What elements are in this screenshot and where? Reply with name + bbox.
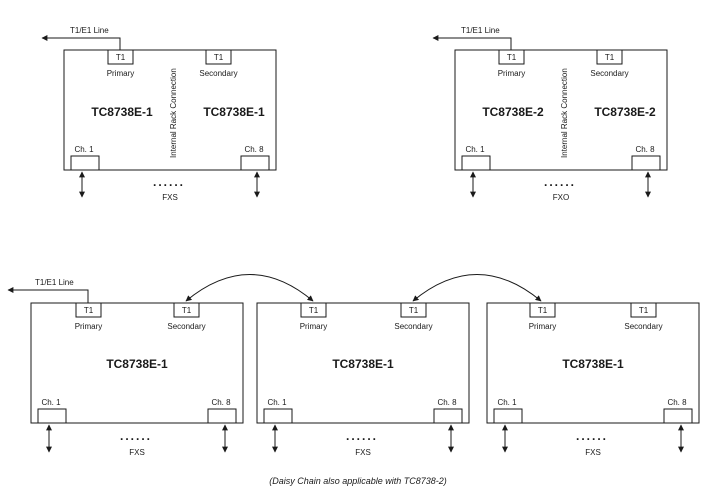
chain-unit-3-dots: ...... bbox=[576, 429, 608, 443]
chain-unit-1-secondary-port-text: T1 bbox=[182, 306, 192, 315]
chain-unit-2-primary-label: Primary bbox=[300, 322, 328, 331]
chain-unit-2: T1 Primary T1 Secondary TC8738E-1 Ch. 1 … bbox=[256, 302, 470, 457]
top-left-secondary-port bbox=[205, 49, 232, 65]
chain-unit-1-ch1-port bbox=[37, 408, 67, 424]
chain-unit-1-type-label: FXS bbox=[129, 448, 145, 457]
top-right-ch8-label: Ch. 8 bbox=[635, 145, 655, 154]
chain-unit-1-secondary-port bbox=[173, 302, 200, 318]
chain-unit-2-chassis bbox=[256, 302, 470, 424]
chain-unit-3-secondary-port bbox=[630, 302, 657, 318]
chain-unit-3-model: TC8738E-1 bbox=[562, 357, 624, 371]
chain-unit-3-chassis bbox=[486, 302, 700, 424]
daisy-chain: T1/E1 Line T1 Primary T1 Secondary TC873… bbox=[7, 274, 700, 486]
chain-unit-1-ch8-port bbox=[207, 408, 237, 424]
top-left-ch1-port bbox=[70, 155, 100, 171]
top-right-ch1-port bbox=[461, 155, 491, 171]
chain-line-arrow bbox=[7, 287, 89, 303]
chain-unit-2-dots: ...... bbox=[346, 429, 378, 443]
chain-unit-3-type-label: FXS bbox=[585, 448, 601, 457]
chain-unit-1-model: TC8738E-1 bbox=[106, 357, 168, 371]
top-left-rack-label: Internal Rack Connection bbox=[169, 68, 178, 158]
chain-unit-1-primary-port-text: T1 bbox=[84, 306, 94, 315]
top-left-ch8-label: Ch. 8 bbox=[244, 145, 264, 154]
chain-unit-3-ch8-label: Ch. 8 bbox=[667, 398, 687, 407]
top-right-secondary-port-text: T1 bbox=[605, 53, 615, 62]
top-right-primary-port-text: T1 bbox=[507, 53, 517, 62]
chain-unit-1-secondary-label: Secondary bbox=[167, 322, 205, 331]
chain-unit-3-secondary-label: Secondary bbox=[624, 322, 662, 331]
top-right-secondary-port bbox=[596, 49, 623, 65]
chain-unit-2-secondary-label: Secondary bbox=[394, 322, 432, 331]
chain-unit-1-dots: ...... bbox=[120, 429, 152, 443]
top-right-model-right: TC8738E-2 bbox=[594, 105, 656, 119]
top-left-primary-port-text: T1 bbox=[116, 53, 126, 62]
chain-unit-2-primary-port bbox=[300, 302, 327, 318]
chain-unit-1-chassis bbox=[30, 302, 244, 424]
top-left-model-left: TC8738E-1 bbox=[91, 105, 153, 119]
top-right-secondary-label: Secondary bbox=[590, 69, 628, 78]
chain-link-2-3 bbox=[412, 274, 542, 302]
top-right-unit: T1/E1 Line T1 Primary T1 Secondary Inter… bbox=[432, 26, 668, 202]
top-left-secondary-label: Secondary bbox=[199, 69, 237, 78]
top-right-dots: ...... bbox=[544, 175, 576, 189]
top-right-ch8-port bbox=[631, 155, 661, 171]
top-right-model-left: TC8738E-2 bbox=[482, 105, 544, 119]
top-right-primary-port bbox=[498, 49, 525, 65]
top-left-type-label: FXS bbox=[162, 193, 178, 202]
chain-unit-3-ch1-label: Ch. 1 bbox=[497, 398, 517, 407]
top-left-secondary-port-text: T1 bbox=[214, 53, 224, 62]
chain-line-label: T1/E1 Line bbox=[35, 278, 74, 287]
top-right-rack-label: Internal Rack Connection bbox=[560, 68, 569, 158]
top-left-unit: T1/E1 Line T1 Primary T1 Secondary Inter… bbox=[41, 26, 277, 202]
chain-unit-3-primary-port-text: T1 bbox=[538, 306, 548, 315]
chain-unit-3: T1 Primary T1 Secondary TC8738E-1 Ch. 1 … bbox=[486, 302, 700, 457]
chain-unit-2-ch8-label: Ch. 8 bbox=[437, 398, 457, 407]
top-left-dots: ...... bbox=[153, 175, 185, 189]
chain-unit-2-type-label: FXS bbox=[355, 448, 371, 457]
chain-unit-2-ch8-port bbox=[433, 408, 463, 424]
chain-unit-2-ch1-label: Ch. 1 bbox=[267, 398, 287, 407]
chain-unit-2-secondary-port-text: T1 bbox=[409, 306, 419, 315]
top-left-ch8-port bbox=[240, 155, 270, 171]
chain-unit-1-primary-label: Primary bbox=[75, 322, 103, 331]
top-left-line-arrow bbox=[41, 35, 121, 50]
top-left-ch1-label: Ch. 1 bbox=[74, 145, 94, 154]
chain-unit-1: T1 Primary T1 Secondary TC8738E-1 Ch. 1 … bbox=[30, 302, 244, 457]
chain-unit-2-model: TC8738E-1 bbox=[332, 357, 394, 371]
chain-unit-1-ch1-label: Ch. 1 bbox=[41, 398, 61, 407]
chain-unit-3-primary-label: Primary bbox=[529, 322, 557, 331]
daisy-chain-caption: (Daisy Chain also applicable with TC8738… bbox=[269, 476, 447, 486]
top-left-primary-label: Primary bbox=[107, 69, 135, 78]
top-right-line-arrow bbox=[432, 35, 512, 50]
top-right-chassis bbox=[454, 49, 668, 171]
top-left-model-right: TC8738E-1 bbox=[203, 105, 265, 119]
top-right-ch1-label: Ch. 1 bbox=[465, 145, 485, 154]
top-right-line-label: T1/E1 Line bbox=[461, 26, 500, 35]
chain-unit-1-primary-port bbox=[75, 302, 102, 318]
chain-unit-3-secondary-port-text: T1 bbox=[639, 306, 649, 315]
chain-unit-2-secondary-port bbox=[400, 302, 427, 318]
chain-unit-3-ch8-port bbox=[663, 408, 693, 424]
chain-link-1-2 bbox=[185, 274, 314, 302]
chain-unit-3-ch1-port bbox=[493, 408, 523, 424]
chain-unit-2-primary-port-text: T1 bbox=[309, 306, 319, 315]
top-left-primary-port bbox=[107, 49, 134, 65]
top-left-line-label: T1/E1 Line bbox=[70, 26, 109, 35]
top-right-type-label: FXO bbox=[553, 193, 569, 202]
chain-unit-1-ch8-label: Ch. 8 bbox=[211, 398, 231, 407]
top-left-chassis bbox=[63, 49, 277, 171]
chain-unit-3-primary-port bbox=[529, 302, 556, 318]
chain-unit-2-ch1-port bbox=[263, 408, 293, 424]
top-right-primary-label: Primary bbox=[498, 69, 526, 78]
